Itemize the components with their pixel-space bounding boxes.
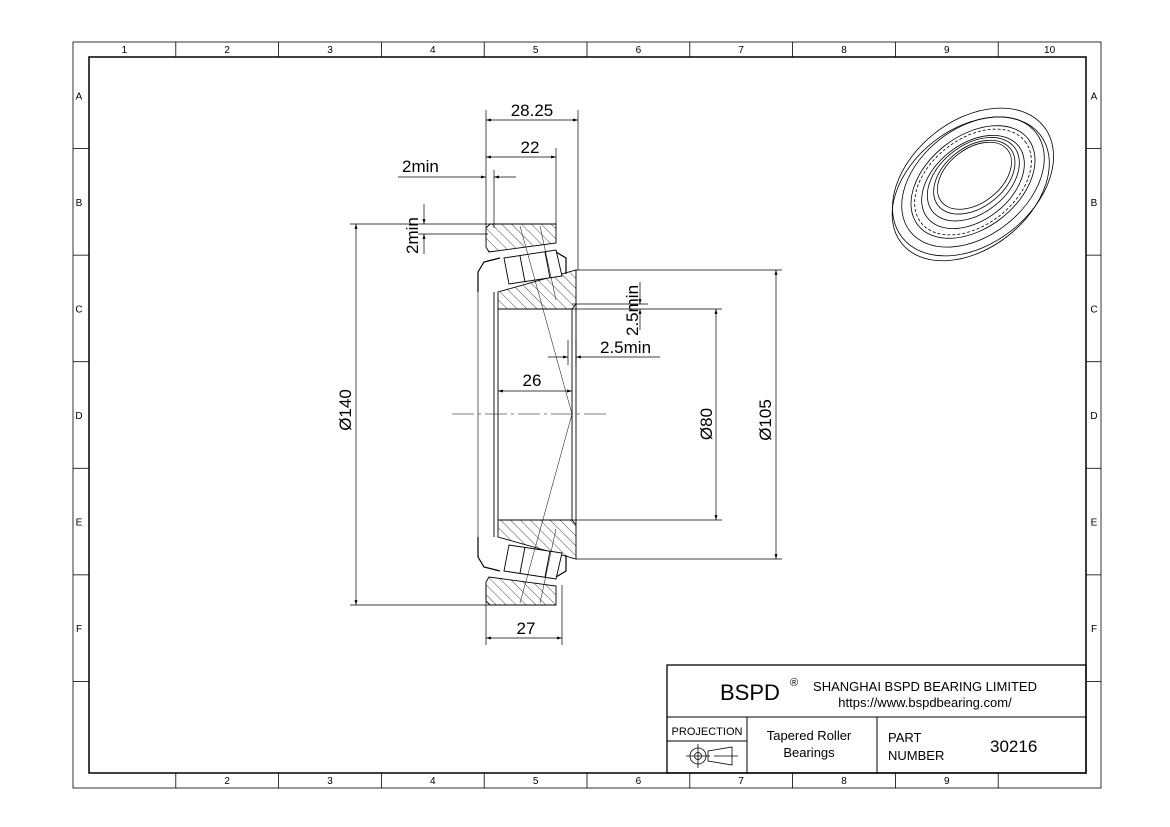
frame-column-label: 7	[738, 776, 744, 787]
company-website: https://www.bspdbearing.com/	[838, 695, 1012, 710]
frame-column-label: 9	[944, 776, 950, 787]
title-block	[666, 664, 1087, 774]
frame-column-label: 6	[636, 776, 642, 787]
frame-row-label: C	[75, 304, 82, 315]
dim-cone-chamfer-radial: 2.5min	[623, 285, 642, 336]
dim-cone-od: Ø105	[756, 399, 775, 441]
frame-row-label: E	[76, 518, 83, 529]
frame-row-label: B	[1091, 198, 1098, 209]
projection-label: PROJECTION	[672, 726, 743, 738]
dimension-labels: 28.25 22 2min 2min 2.5min 2.5min 26 Ø80 …	[336, 101, 775, 638]
frame-column-label: 8	[841, 45, 847, 56]
frame-row-label: E	[1091, 518, 1098, 529]
frame-column-label: 4	[430, 776, 436, 787]
dim-cup-chamfer-axial: 2min	[402, 157, 439, 176]
dim-cup-width: 22	[521, 138, 540, 157]
frame-row-label: A	[1091, 91, 1098, 102]
company-name: SHANGHAI BSPD BEARING LIMITED	[813, 679, 1037, 694]
frame-row-label: A	[76, 91, 83, 102]
dim-overall-width: 28.25	[511, 101, 554, 120]
description-line-1: Tapered Roller	[767, 728, 852, 743]
frame-column-label: 5	[533, 45, 539, 56]
part-label-line-2: NUMBER	[888, 748, 944, 763]
frame-row-label: D	[1090, 411, 1097, 422]
dim-bottom-width: 27	[517, 619, 536, 638]
frame-column-label: 10	[1044, 45, 1056, 56]
part-label-line-1: PART	[888, 730, 922, 745]
projection-symbol-icon	[686, 744, 738, 768]
frame-column-label: 8	[841, 776, 847, 787]
dimension-lines	[350, 110, 782, 645]
dim-cup-chamfer-radial: 2min	[403, 217, 422, 254]
frame-column-label: 3	[327, 45, 333, 56]
frame-row-label: D	[75, 411, 82, 422]
description-line-2: Bearings	[783, 745, 835, 760]
bearing-section	[452, 223, 606, 606]
frame-row-label: F	[76, 624, 82, 635]
frame-column-label: 6	[636, 45, 642, 56]
frame-row-label: F	[1091, 624, 1097, 635]
part-number: 30216	[990, 737, 1037, 756]
frame-column-label: 3	[327, 776, 333, 787]
dim-cone-chamfer-axial: 2.5min	[600, 338, 651, 357]
cage-upper	[477, 251, 567, 292]
cage-lower	[477, 537, 567, 578]
title-block-text: BSPD ® SHANGHAI BSPD BEARING LIMITED htt…	[672, 677, 1038, 763]
dim-outer-diameter: Ø140	[336, 389, 355, 431]
frame-column-label: 7	[738, 45, 744, 56]
company-logo: BSPD	[720, 680, 780, 705]
frame-column-label: 5	[533, 776, 539, 787]
frame-row-label: C	[1090, 304, 1097, 315]
dim-cone-width: 26	[523, 371, 542, 390]
roller-upper	[503, 249, 563, 285]
frame-column-label: 2	[224, 45, 230, 56]
frame-column-label: 1	[122, 45, 128, 56]
bearing-isometric-view	[891, 107, 1054, 262]
frame-column-label: 9	[944, 45, 950, 56]
cone-lower	[497, 519, 577, 560]
frame-column-label: 2	[224, 776, 230, 787]
drawing-frame	[72, 41, 1102, 789]
cup-upper	[485, 223, 557, 253]
frame-row-label: B	[76, 198, 83, 209]
frame-column-label: 4	[430, 45, 436, 56]
cone-upper	[497, 269, 577, 310]
registered-mark: ®	[790, 677, 798, 689]
roller-lower	[503, 544, 563, 580]
dim-bore: Ø80	[697, 408, 716, 440]
cup-lower	[485, 576, 557, 606]
